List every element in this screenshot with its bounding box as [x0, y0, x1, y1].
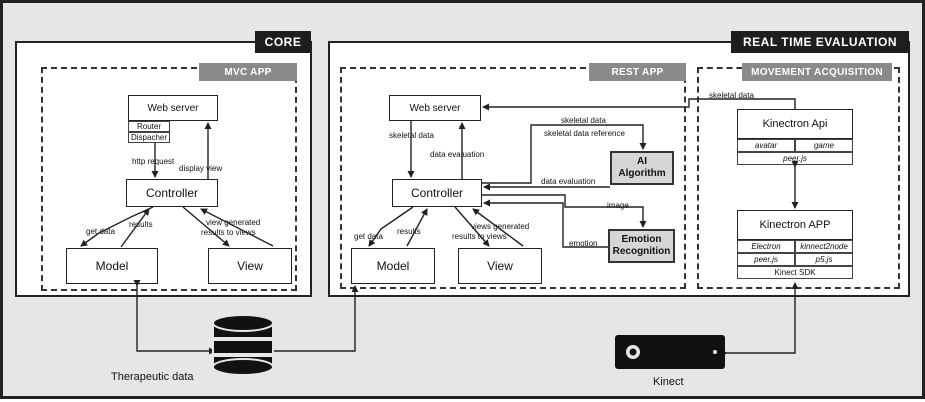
database-icon: [212, 314, 274, 376]
core-router: Router: [128, 121, 170, 132]
database-label: Therapeutic data: [111, 371, 194, 383]
edge-label-view-generated: view generated: [206, 218, 261, 227]
arrow-rest-results-to-views: [472, 208, 524, 247]
kinectron-app-peerjs: peer.js: [737, 253, 795, 266]
rest-app-frame: [340, 67, 686, 289]
link-core-model-db: [133, 280, 216, 355]
edge-label-display-view: display view: [179, 164, 223, 173]
emotion-recognition-box: Emotion Recognition: [608, 229, 675, 263]
edge-label-results-to-views: results to views: [201, 228, 256, 237]
kinect-label: Kinect: [653, 376, 684, 388]
realtime-title: REAL TIME EVALUATION: [731, 31, 909, 53]
emotion-recognition-line1: Emotion: [621, 234, 662, 245]
movement-acquisition-title: MOVEMENT ACQUISITION: [742, 63, 892, 81]
arrow-core-get-data: [80, 206, 154, 247]
edge-label-rest-results-to-views: results to views: [452, 232, 507, 241]
edge-label-ai-data-evaluation: data evaluation: [541, 177, 596, 186]
arrow-core-results: [120, 208, 150, 248]
edge-label-image: image: [607, 201, 629, 210]
arrow-emotion-result: [483, 199, 608, 248]
ai-algorithm-line2: Algorithm: [618, 168, 666, 179]
arrow-rest-results: [406, 208, 428, 247]
connector-layer: [80, 98, 799, 376]
arrow-core-results-to-views: [200, 208, 274, 247]
core-controller: Controller: [126, 179, 218, 207]
edge-label-rest-results: results: [397, 227, 421, 236]
kinectron-api-game: game: [795, 139, 853, 152]
core-web-server: Web server: [128, 95, 218, 121]
emotion-recognition-line2: Recognition: [612, 246, 671, 257]
mvc-app-title: MVC APP: [199, 63, 297, 81]
arrow-rest-views-generated: [454, 206, 490, 247]
kinectron-app-kinnect2node: kinnect2node: [795, 240, 853, 253]
edge-label-ma-skeletal-data: skeletal data: [708, 91, 755, 100]
kinectron-api-avatar: avatar: [737, 139, 795, 152]
kinectron-api-title: Kinectron Api: [737, 109, 853, 139]
core-model: Model: [66, 248, 158, 284]
edge-label-emotion: emotion: [569, 239, 598, 248]
kinect-device-icon: [615, 335, 725, 369]
rest-view: View: [458, 248, 542, 284]
kinectron-app-p5js: p5.js: [795, 253, 853, 266]
edge-label-http-request: http request: [132, 157, 175, 166]
kinectron-app-electron: Electron: [737, 240, 795, 253]
ai-algorithm-box: AI Algorithm: [610, 151, 674, 185]
arrow-skeletal-to-webserver: [482, 98, 796, 111]
arrow-rest-get-data: [368, 206, 414, 247]
link-rest-model-db: [267, 285, 359, 355]
link-kinect-app: [721, 282, 799, 357]
rest-web-server: Web server: [389, 95, 481, 121]
arrow-ai-skeletal-data: [482, 124, 647, 184]
rest-model: Model: [351, 248, 435, 284]
rest-app-title: REST APP: [589, 63, 686, 81]
edge-label-results: results: [129, 220, 153, 229]
kinectron-app-sdk: Kinect SDK: [737, 266, 853, 279]
edge-label-rest-data-evaluation: data evaluation: [430, 150, 485, 159]
kinectron-app-title: Kinectron APP: [737, 210, 853, 240]
ai-algorithm-line1: AI: [637, 156, 647, 167]
arrow-core-view-generated: [182, 206, 230, 247]
core-title: CORE: [255, 31, 311, 53]
edge-label-rest-get-data: get data: [354, 232, 383, 241]
arrow-emotion-image: [482, 194, 647, 228]
core-dispatcher: Dispacher: [128, 132, 170, 143]
edge-label-skeletal-data-reference: skeletal data reference: [544, 129, 625, 138]
edge-label-ai-skeletal-data: skeletal data: [561, 116, 606, 125]
core-view: View: [208, 248, 292, 284]
rest-controller: Controller: [392, 179, 482, 207]
edge-label-views-generated: views generated: [471, 222, 530, 231]
